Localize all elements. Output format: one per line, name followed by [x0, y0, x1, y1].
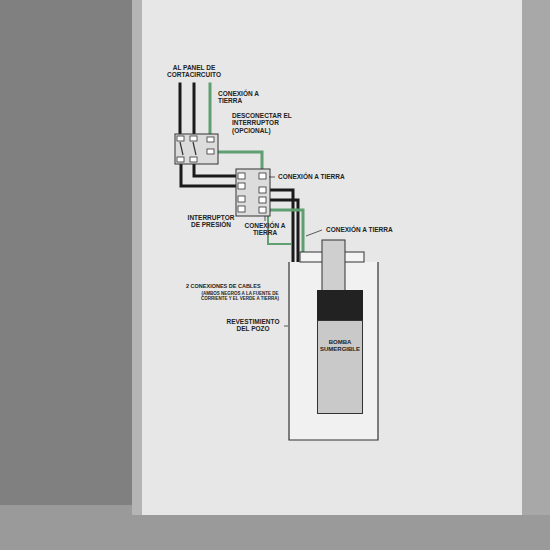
black-wire: [179, 84, 182, 137]
label-text: CONEXIÓN A TIERRA: [326, 226, 416, 233]
box-side: [522, 0, 550, 515]
drop-pipe: [322, 240, 345, 292]
leader-line: [284, 326, 288, 327]
leader-line: [269, 177, 275, 178]
black-wire: [181, 162, 238, 186]
label-text: 2 CONEXIONES DE CABLES: [186, 283, 286, 289]
label-text: CONEXIÓN A TIERRA: [218, 90, 266, 105]
pressure-switch: [236, 169, 270, 216]
well-casing: [289, 240, 378, 440]
disconnect-switch: [175, 134, 218, 164]
black-wire: [193, 84, 196, 137]
label-text: DESCONECTAR EL INTERRUPTOR (OPCIONAL): [232, 112, 294, 134]
leader-lines: [265, 177, 322, 326]
label-text: CONEXIÓN A TIERRA: [278, 173, 368, 180]
node-text: BOMBA SUMERGIBLE: [318, 321, 362, 357]
leader-line: [306, 230, 322, 236]
label-text: REVESTIMIENTO DEL POZO: [222, 318, 284, 333]
box-edge: [132, 0, 142, 515]
label-text: (AMBOS NEGROS A LA FUENTE DE CORRIENTE Y…: [194, 291, 286, 301]
pump-head: [317, 290, 363, 320]
label-text: CONEXIÓN A TIERRA: [244, 222, 286, 237]
label-text: INTERRUPTOR DE PRESIÓN: [184, 214, 238, 229]
box-face: [140, 0, 522, 515]
label-text: AL PANEL DE CORTACIRCUITO: [163, 64, 225, 79]
ground-wire: [209, 84, 212, 138]
pump-body: BOMBA SUMERGIBLE: [317, 320, 363, 414]
leader-line: [265, 216, 266, 221]
